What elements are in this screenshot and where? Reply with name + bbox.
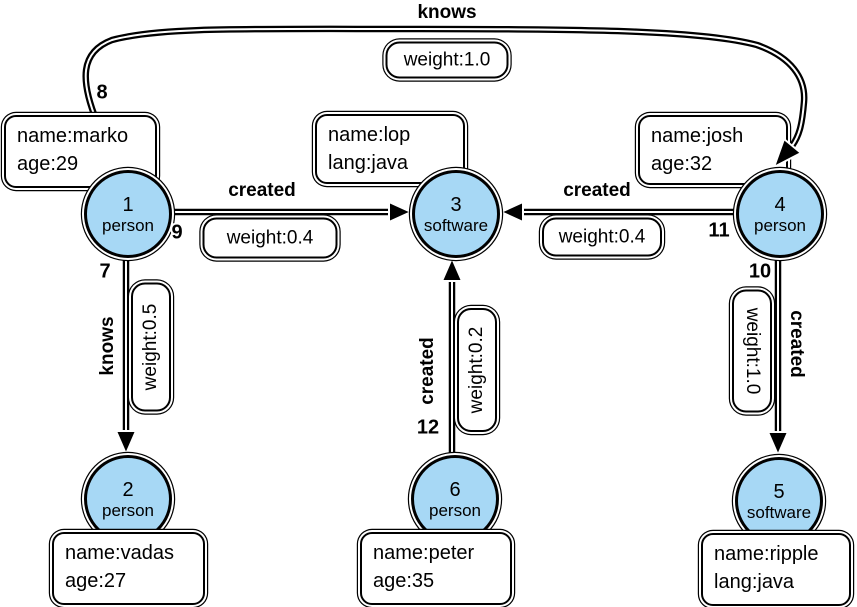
property-line: age:29	[17, 153, 79, 175]
weight-box-knows-1-4: weight:1.0	[385, 41, 509, 79]
weight-box-created-4-3: weight:0.4	[542, 217, 662, 257]
vertex-id: 4	[774, 193, 786, 216]
property-line: age:32	[651, 153, 713, 175]
property-line: age:27	[65, 570, 127, 592]
edge-label-knows-vertical: knows	[97, 316, 118, 376]
weight-box-created-4-5: weight:1.0	[732, 289, 772, 413]
property-line: name:lop	[328, 124, 411, 146]
vertex-id: 2	[122, 478, 134, 501]
edge-id-9: 9	[171, 221, 183, 244]
edge-id-10: 10	[748, 260, 772, 283]
vertex-6: 6 person	[411, 455, 499, 543]
property-line: name:ripple	[714, 543, 819, 565]
vertex-label: person	[429, 500, 481, 520]
property-line: name:marko	[17, 125, 129, 147]
vertex-label: software	[746, 502, 812, 522]
property-line: lang:java	[328, 152, 409, 174]
weight-box-created-6-3: weight:0.2	[457, 308, 497, 432]
vertex-1: 1 person	[84, 170, 172, 258]
property-line: name:josh	[651, 125, 744, 147]
edge-id-8: 8	[96, 81, 108, 104]
vertex-3: 3 software	[412, 170, 500, 258]
edge-label-created-right-vertical: created	[786, 310, 807, 378]
edge-id-12: 12	[416, 416, 440, 439]
vertex-label: person	[102, 500, 154, 520]
vertex-2: 2 person	[84, 455, 172, 543]
property-box-peter: name:peter age:35	[360, 532, 512, 605]
arrowhead	[440, 255, 464, 282]
edge-id-11: 11	[708, 219, 730, 242]
weight-box-created-1-3: weight:0.4	[202, 217, 338, 259]
arrowhead	[388, 200, 414, 224]
arrowhead	[766, 431, 790, 458]
edge-label-knows-top: knows	[417, 2, 477, 23]
vertex-label: person	[754, 215, 806, 235]
arrowhead	[498, 200, 524, 224]
property-line: name:peter	[373, 542, 475, 564]
property-line: age:35	[373, 570, 435, 592]
property-box-lop: name:lop lang:java	[315, 114, 465, 184]
vertex-label: software	[423, 215, 489, 235]
vertex-4: 4 person	[736, 170, 824, 258]
property-box-vadas: name:vadas age:27	[52, 532, 205, 605]
property-line: lang:java	[714, 571, 795, 593]
vertex-5: 5 software	[735, 457, 823, 545]
property-line: name:vadas	[65, 542, 174, 564]
vertex-id: 5	[773, 480, 785, 503]
edge-label-created-middle: created	[417, 337, 438, 405]
edge-id-7: 7	[99, 260, 111, 283]
vertex-id: 1	[122, 193, 134, 216]
weight-box-knows-1-2: weight:0.5	[131, 282, 171, 412]
edge-label-created-right: created	[563, 180, 631, 201]
vertex-id: 3	[450, 193, 462, 216]
vertex-id: 6	[449, 478, 461, 501]
arrowhead	[114, 430, 138, 457]
vertex-label: person	[102, 215, 154, 235]
property-box-ripple: name:ripple lang:java	[701, 533, 851, 606]
edge-label-created-left: created	[228, 180, 296, 201]
